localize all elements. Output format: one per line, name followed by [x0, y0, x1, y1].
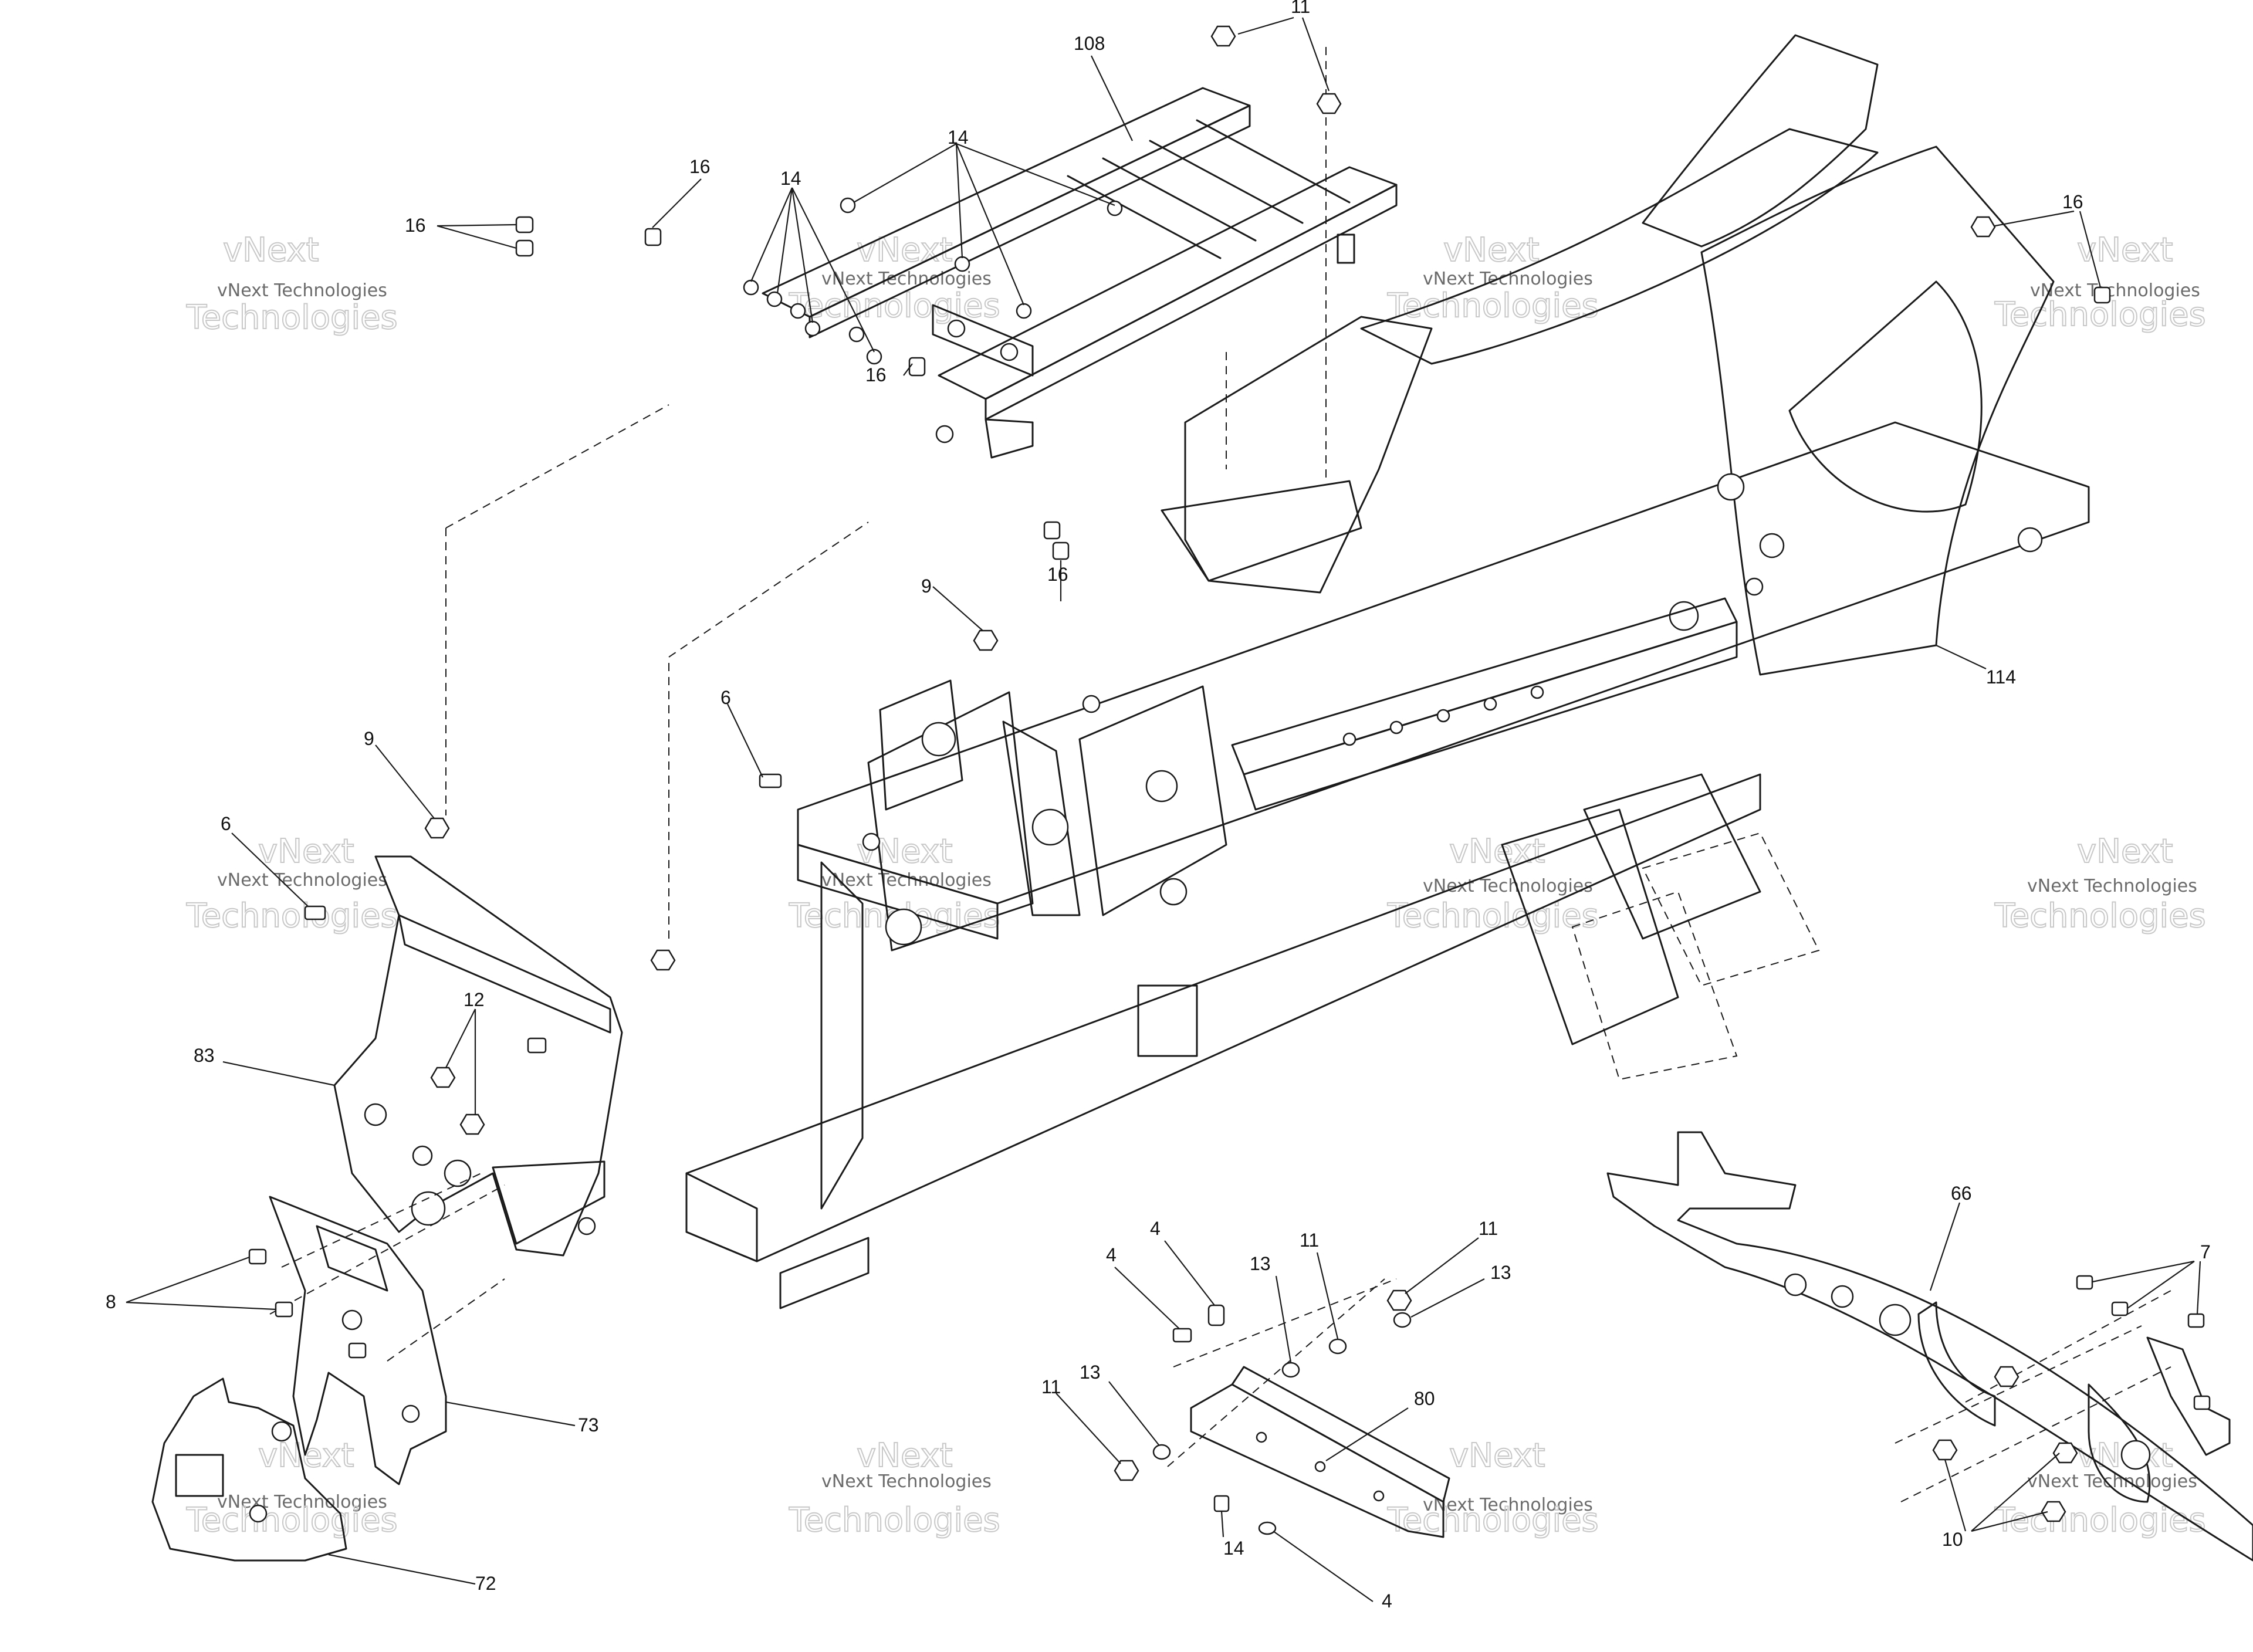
callout-11: 11 — [1479, 1218, 1498, 1239]
callout-72: 72 — [475, 1573, 496, 1594]
svg-text:vNext: vNext — [857, 231, 953, 269]
callout-12: 12 — [464, 989, 485, 1010]
svg-text:vNext Technologies: vNext Technologies — [217, 870, 387, 891]
callout-4: 4 — [1382, 1590, 1392, 1612]
callout-4: 4 — [1150, 1218, 1161, 1239]
callout-16: 16 — [1047, 564, 1068, 585]
callout-13: 13 — [1490, 1262, 1511, 1283]
svg-text:vNext Technologies: vNext Technologies — [2030, 280, 2200, 301]
arm-66 — [1606, 1131, 2253, 1562]
svg-text:vNext: vNext — [1449, 1437, 1545, 1475]
callout-7: 7 — [2200, 1241, 2211, 1262]
svg-text:Technologies: Technologies — [1387, 287, 1599, 325]
assembly-lines — [269, 47, 2171, 1502]
watermark-8: vNext vNext Technologies Technologies — [1994, 832, 2207, 936]
hitch-72 — [151, 1377, 347, 1562]
bracket-73 — [269, 1196, 447, 1485]
svg-text:vNext Technologies: vNext Technologies — [1423, 876, 1593, 896]
watermark-7: vNext vNext Technologies Technologies — [1386, 832, 1599, 936]
callouts: 108 11 14 14 16 16 16 16 16 9 9 6 6 114 … — [106, 0, 2211, 1612]
svg-text:Technologies: Technologies — [186, 1501, 398, 1539]
hardware — [248, 25, 2211, 1535]
svg-text:vNext Technologies: vNext Technologies — [2027, 876, 2197, 896]
svg-text:vNext: vNext — [1443, 231, 1540, 269]
svg-text:Technologies: Technologies — [186, 897, 398, 935]
svg-text:vNext: vNext — [1449, 832, 1545, 871]
svg-text:vNext: vNext — [258, 832, 354, 871]
watermark-11: vNext vNext Technologies Technologies — [1386, 1436, 1599, 1540]
svg-text:vNext Technologies: vNext Technologies — [821, 1471, 992, 1492]
watermark-12: vNext vNext Technologies Technologies — [1994, 1436, 2207, 1540]
svg-text:vNext: vNext — [258, 1437, 354, 1475]
svg-text:Technologies: Technologies — [1994, 1501, 2206, 1539]
callout-4: 4 — [1106, 1244, 1117, 1265]
svg-text:vNext Technologies: vNext Technologies — [821, 269, 992, 289]
callout-108: 108 — [1074, 33, 1105, 54]
leader-lines — [126, 16, 2201, 1602]
callout-16: 16 — [689, 156, 711, 177]
svg-text:vNext Technologies: vNext Technologies — [821, 870, 992, 891]
callout-14: 14 — [780, 168, 801, 189]
bracket-83 — [333, 855, 623, 1257]
callout-16: 16 — [2062, 191, 2083, 212]
svg-text:Technologies: Technologies — [186, 299, 398, 337]
svg-text:vNext Technologies: vNext Technologies — [217, 1492, 387, 1512]
svg-text:vNext: vNext — [2077, 231, 2173, 269]
callout-11: 11 — [1291, 0, 1310, 17]
svg-text:vNext Technologies: vNext Technologies — [1423, 1495, 1593, 1515]
watermark-4: vNext vNext Technologies Technologies — [1994, 231, 2207, 334]
svg-text:Technologies: Technologies — [789, 1501, 1000, 1539]
callout-14: 14 — [948, 127, 969, 148]
svg-text:vNext Technologies: vNext Technologies — [217, 280, 387, 301]
svg-text:vNext Technologies: vNext Technologies — [1423, 269, 1593, 289]
callout-80: 80 — [1414, 1388, 1435, 1409]
main-frame-114 — [685, 34, 2090, 1309]
callout-73: 73 — [578, 1414, 599, 1436]
crossmember-80 — [1190, 1366, 1450, 1538]
callout-66: 66 — [1951, 1183, 1972, 1204]
watermark-9: vNext vNext Technologies Technologies — [185, 1436, 398, 1540]
callout-13: 13 — [1250, 1253, 1271, 1274]
callout-9: 9 — [364, 728, 374, 749]
callout-16: 16 — [405, 215, 426, 236]
callout-6: 6 — [720, 687, 731, 708]
watermark-5: vNext vNext Technologies Technologies — [185, 832, 398, 936]
svg-text:vNext: vNext — [223, 231, 319, 269]
watermark-10: vNext vNext Technologies Technologies — [788, 1436, 1001, 1540]
svg-text:Technologies: Technologies — [1994, 897, 2206, 935]
callout-83: 83 — [194, 1045, 215, 1066]
watermark-3: vNext vNext Technologies Technologies — [1386, 231, 1599, 326]
callout-11: 11 — [1041, 1376, 1061, 1397]
callout-11: 11 — [1300, 1230, 1319, 1251]
callout-114: 114 — [1986, 666, 2016, 688]
callout-14: 14 — [1223, 1538, 1244, 1559]
callout-16: 16 — [865, 364, 887, 385]
callout-8: 8 — [106, 1291, 116, 1312]
callout-13: 13 — [1080, 1362, 1101, 1383]
callout-10: 10 — [1942, 1529, 1963, 1550]
svg-text:vNext: vNext — [2077, 832, 2173, 871]
callout-6: 6 — [221, 813, 231, 834]
svg-text:vNext: vNext — [857, 1437, 953, 1475]
callout-9: 9 — [921, 576, 932, 597]
watermark-1: vNext vNext Technologies Technologies — [185, 231, 398, 337]
